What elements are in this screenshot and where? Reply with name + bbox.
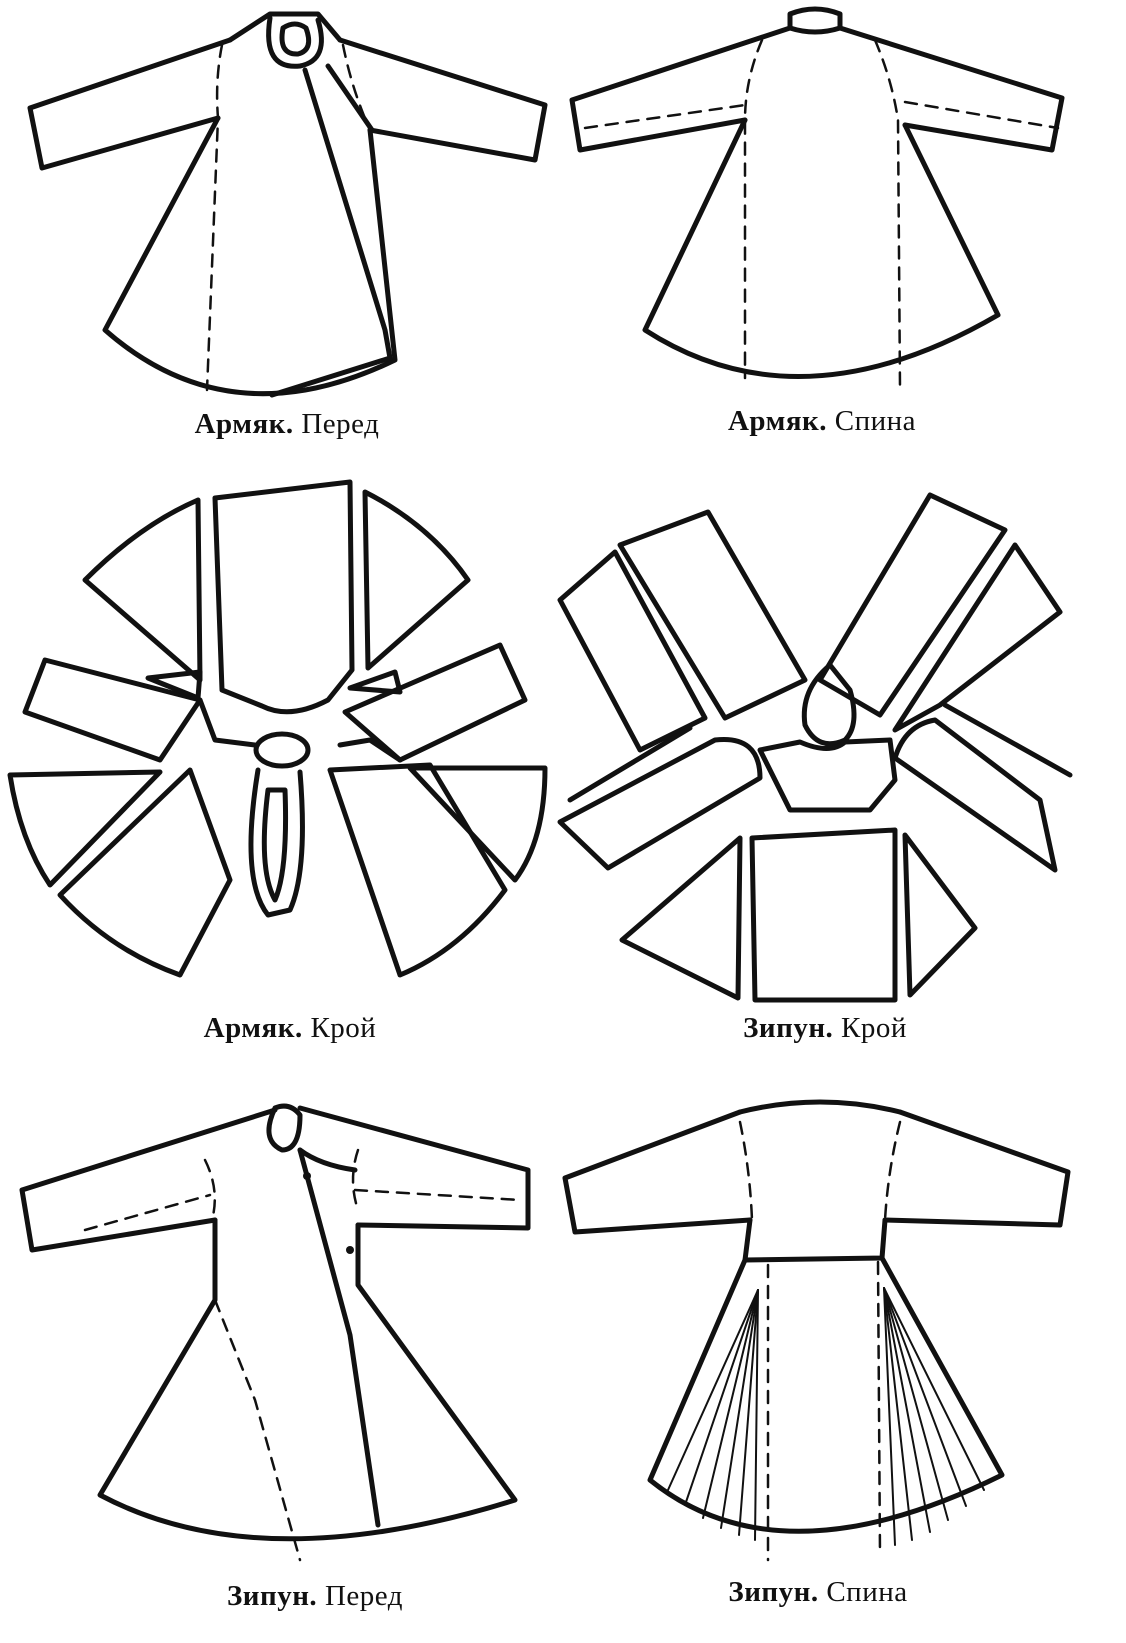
armyak-front-drawing [27,11,548,398]
armyak-front-right-sleeve [337,37,548,163]
armyak-back-seam-left [743,38,764,380]
zipun-front-drawing [19,1103,531,1562]
zipun-front-right-sleeve [297,1105,531,1231]
armyak-cut-connector-l [197,697,258,748]
caption-zipun-front: Зипун. Перед [227,1580,403,1613]
armyak-back-right-sleeve [837,25,1065,153]
zipun-back-shoulders [737,1099,903,1115]
armyak-cut-sleeve-l-wedge [145,669,203,701]
caption-view: Спина [826,1576,908,1608]
armyak-cut-gore-rb [327,762,508,978]
caption-garment: Зипун. [743,1012,834,1044]
zipun-cut-sleeve-l-edge [567,725,693,803]
zipun-front-button-2 [346,1246,354,1254]
armyak-cut-gore-rr [407,765,548,883]
armyak-back-body [642,117,1001,379]
caption-armyak-back: Армяк. Спина [728,405,916,438]
armyak-front-collar [266,15,324,69]
caption-armyak-cut: Армяк. Крой [204,1012,377,1045]
armyak-cut-front-opening [248,767,305,918]
zipun-back-right-sleeve [882,1109,1071,1228]
armyak-front-shoulder [227,11,343,43]
zipun-front-collar [266,1103,303,1153]
zipun-cut-yoke [757,737,898,813]
zipun-front-wrap [297,1147,381,1528]
armyak-front-collar-inner [279,21,312,57]
zipun-back-armhole-l [738,1120,754,1222]
zipun-front-left-sleeve [19,1107,278,1253]
armyak-front-body [102,115,398,397]
caption-view: Спина [834,405,917,437]
zipun-cut-strip-ur-2 [892,542,1063,733]
armyak-back-drawing [569,6,1065,390]
armyak-cut-connector-r [337,737,403,763]
armyak-front-flap [269,67,393,398]
armyak-front-left-sleeve [27,37,233,171]
zipun-front-wrap-top [297,1147,358,1173]
zipun-front-sleeve-seam-l [83,1193,212,1232]
zipun-front-armhole-l [203,1158,217,1222]
caption-garment: Армяк. [194,408,294,440]
armyak-back-left-sleeve [569,25,793,153]
armyak-cut-gore-ul [82,497,203,683]
caption-garment: Армяк. [203,1012,303,1044]
caption-garment: Зипун. [227,1580,318,1612]
zipun-front-body [97,1217,518,1542]
caption-view: Перед [324,1580,403,1612]
zipun-cut-collar [801,662,857,747]
caption-zipun-back: Зипун. Спина [728,1576,907,1609]
armyak-back-sleeve-seam-left [583,103,747,130]
zipun-cut-strip-ul-2 [557,549,708,753]
caption-armyak-front: Армяк. Перед [195,408,380,441]
zipun-back-skirt [647,1255,1005,1534]
armyak-cut-back-panel [212,479,355,715]
zipun-back-drawing [562,1099,1071,1562]
zipun-back-seam-r [876,1260,882,1557]
armyak-cut-collar [253,731,311,769]
zipun-cut-gore-ll [619,835,743,1001]
armyak-cut-gore-lb [57,767,233,978]
zipun-cut-sleeve-r-edge [942,702,1073,778]
caption-view: Крой [310,1012,377,1044]
armyak-front-seam-right [341,43,372,132]
caption-garment: Зипун. [728,1576,819,1608]
armyak-front-seam-left [205,43,224,392]
zipun-cut-strip-ur-1 [817,492,1008,718]
zipun-cut-gore-lr [902,832,978,998]
zipun-cut-sleeve-r [892,717,1058,873]
armyak-cut-gore-ur [362,489,471,671]
armyak-back-sleeve-seam-right [903,100,1060,130]
armyak-cut-gore-ll [7,769,163,888]
caption-zipun-cut: Зипун. Крой [743,1012,907,1045]
zipun-back-bodice [742,1217,888,1263]
zipun-front-sleeve-seam-r [353,1188,522,1202]
zipun-front-seam [213,1298,302,1562]
armyak-cut-sleeve-r-wedge [347,669,403,695]
zipun-front-armhole-r [351,1148,360,1212]
zipun-back-pleats-right [883,1287,985,1546]
armyak-front-flap-inner [325,63,375,133]
zipun-cut-lower-panel [749,827,898,1003]
zipun-front-button-1 [303,1172,311,1180]
caption-garment: Армяк. [727,405,828,437]
zipun-cut-drawing [557,492,1073,1003]
armyak-back-collar [787,6,843,35]
zipun-back-armhole-r [883,1120,902,1222]
zipun-back-left-sleeve [562,1109,753,1235]
zipun-cut-sleeve-l [557,736,763,871]
zipun-back-waist [743,1256,884,1262]
armyak-back-seam-right [873,38,902,390]
armyak-cut-front-opening-inner [261,787,289,903]
zipun-back-pleats-left [667,1289,759,1541]
armyak-cut-sleeve-r [342,642,528,763]
zipun-cut-strip-ul-1 [617,509,808,721]
caption-view: Перед [301,408,380,440]
caption-view: Крой [841,1012,907,1044]
armyak-cut-drawing [7,479,548,978]
